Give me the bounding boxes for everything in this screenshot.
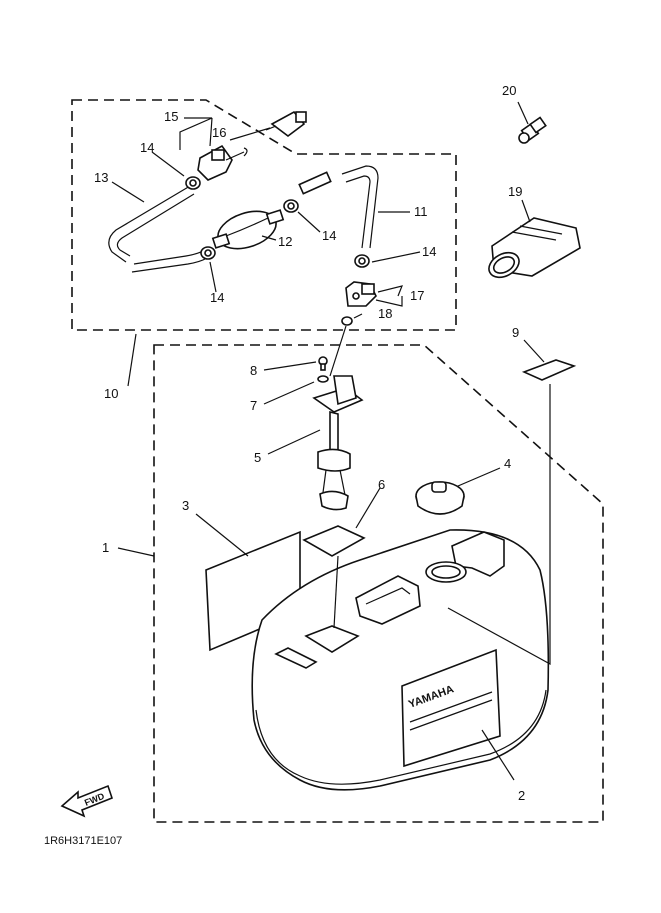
callout-8: 8	[250, 363, 257, 378]
callout-10: 10	[104, 386, 118, 401]
gasket-6	[302, 525, 366, 557]
washer-7	[317, 375, 329, 383]
connector-15	[197, 144, 248, 181]
gauge-assembly-5	[312, 375, 364, 511]
callout-13: 13	[94, 170, 108, 185]
callout-11: 11	[414, 204, 428, 219]
callout-6: 6	[378, 477, 385, 492]
callout-18: 18	[378, 306, 392, 321]
screw-8	[318, 356, 328, 371]
callout-3: 3	[182, 498, 189, 513]
fuel-line-group-boundary	[71, 99, 457, 331]
filler-cap-4	[415, 481, 465, 515]
callout-14-c: 14	[210, 290, 224, 305]
callout-17: 17	[410, 288, 424, 303]
callout-20: 20	[502, 83, 516, 98]
clamp-14-b	[283, 199, 299, 213]
callout-14-d: 14	[422, 244, 436, 259]
leader-lines	[111, 101, 551, 781]
fuel-tank-2: YAMAHA	[251, 529, 550, 791]
callout-16: 16	[212, 125, 226, 140]
callout-7: 7	[250, 398, 257, 413]
callout-labels: 1 2 3 4 5 6 7 8 9 10 11 12 13 14 14 14 1…	[94, 83, 525, 803]
callout-9: 9	[512, 325, 519, 340]
clamp-14-c	[200, 246, 216, 260]
hose-11	[298, 165, 379, 249]
callout-19: 19	[508, 184, 522, 199]
fwd-arrow-icon: FWD	[60, 784, 113, 818]
callout-14-a: 14	[140, 140, 154, 155]
tank-group-boundary	[153, 344, 604, 823]
boot-19	[488, 217, 581, 279]
clamp-14-d	[354, 254, 370, 268]
callout-2: 2	[518, 788, 525, 803]
callout-1: 1	[102, 540, 109, 555]
drawing-code: 1R6H3171E107	[44, 835, 122, 847]
callout-12: 12	[278, 234, 292, 249]
label-9	[521, 359, 577, 381]
callout-15: 15	[164, 109, 178, 124]
connector-16	[265, 110, 307, 137]
fitting-20	[518, 116, 547, 144]
hose-13	[108, 185, 208, 273]
callout-5: 5	[254, 450, 261, 465]
o-ring-18	[341, 316, 353, 326]
connector-17	[345, 281, 377, 307]
callout-4: 4	[504, 456, 511, 471]
primer-bulb-12	[211, 209, 285, 250]
callout-14-b: 14	[322, 228, 336, 243]
clamp-14-a	[185, 176, 201, 190]
